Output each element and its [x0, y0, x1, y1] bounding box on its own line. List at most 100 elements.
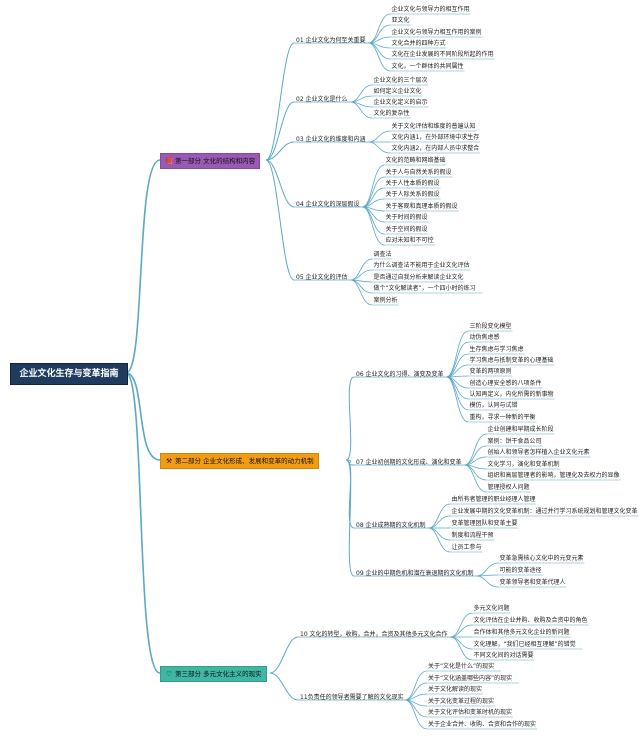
topic-item[interactable]: 生存焦虑与学习焦虑	[469, 346, 524, 353]
topic-item[interactable]: 关于文化评估和维度的普遍认知	[391, 123, 476, 130]
chapter-node[interactable]: 03 企业文化的维度和内涵	[296, 136, 366, 143]
topic-item[interactable]: 文化的复杂性	[373, 110, 410, 117]
part-label: 第三部分 多元文化主义的现实	[175, 670, 262, 678]
connector-line	[362, 164, 385, 208]
connector-line	[446, 376, 469, 411]
topic-item[interactable]: 模仿，认同与试错	[469, 402, 518, 409]
topic-item[interactable]: 变革领导者和变革代理人	[499, 579, 566, 586]
topic-item[interactable]: 案例：饼干食品公司	[487, 438, 542, 445]
chapter-node[interactable]: 06 企业文化的习得、演变及变革	[356, 371, 444, 378]
topic-item[interactable]: 如何定义企业文化	[373, 88, 422, 95]
topic-item[interactable]: 文化学习，演化和变革机制	[487, 461, 560, 468]
topic-item[interactable]: 是否通过自我分析来解读企业文化	[373, 274, 464, 281]
topic-item[interactable]: 应对未知和不可控	[385, 237, 434, 244]
connector-line	[476, 575, 499, 588]
topic-item[interactable]: 文化内涵1，在外部环境中求生存	[391, 134, 480, 141]
topic-item[interactable]: 创始人和领导者怎样植入企业文化元素	[487, 449, 590, 456]
topic-item[interactable]: 文化合并的四种方式	[391, 40, 446, 47]
connector-line	[404, 699, 427, 718]
topic-item[interactable]: 关于人性本质的假设	[385, 180, 440, 187]
topic-item[interactable]: 制度和流程干预	[451, 532, 494, 539]
topic-item[interactable]: 文化的范畴和网络基础	[385, 157, 446, 164]
connector-line	[265, 101, 295, 161]
connector-line	[350, 258, 373, 281]
chapter-node[interactable]: 01 企业文化为何至关重要	[296, 37, 366, 44]
topic-item[interactable]: 管理授权人问题	[487, 484, 530, 491]
connector-line	[350, 84, 373, 103]
connector-line	[450, 636, 473, 661]
part-node[interactable]: ♡第三部分 多元文化主义的现实	[160, 666, 267, 682]
topic-item[interactable]: 关于客观和真理本质的假设	[385, 203, 458, 210]
topic-item[interactable]: 关于人与自然关系的假设	[385, 169, 452, 176]
part-node[interactable]: ⚒第二部分 企业文化形成、发展和变革的动力机制	[160, 453, 319, 469]
connector-line	[464, 433, 487, 466]
topic-item[interactable]: 变革的两项原则	[469, 368, 512, 375]
topic-item[interactable]: 关于“文化涵盖哪些内容”的现实	[427, 675, 513, 682]
chapter-node[interactable]: 02 企业文化是什么	[296, 96, 348, 103]
connector-line	[476, 562, 499, 577]
topic-item[interactable]: 文化理解，“我们已经相互理解”的错觉	[473, 641, 576, 648]
topic-item[interactable]: 关于文化变革过程的现实	[427, 698, 494, 705]
topic-item[interactable]: 变革管理团队和变革主要	[451, 520, 518, 527]
connector-line	[404, 670, 428, 701]
topic-item[interactable]: 可能的变革途径	[499, 567, 542, 574]
topic-item[interactable]: 变革急需核心文化中的元变元素	[499, 555, 584, 562]
connector-line	[404, 699, 428, 730]
topic-item[interactable]: 多元文化问题	[473, 605, 510, 612]
chapter-node[interactable]: 10 文化的转型，收购，合并，合资及其他多元文化合作	[300, 631, 448, 638]
topic-item[interactable]: 关于“文化是什么”的现实	[427, 663, 495, 670]
connector-line	[125, 159, 161, 374]
topic-item[interactable]: 调查法	[373, 251, 392, 258]
topic-item[interactable]: 不同文化间的对话需要	[473, 652, 534, 659]
connector-line	[265, 42, 295, 161]
topic-item[interactable]: 关于空间的假设	[385, 226, 428, 233]
topic-item[interactable]: 由所有者管理的职业经理人管理	[451, 496, 536, 503]
topic-item[interactable]: 文化内涵2，在内部人员中求整合	[391, 145, 480, 152]
topic-item[interactable]: 关于企业合并、收购、合资和合作的现实	[427, 721, 536, 728]
chapter-node[interactable]: 05 企业文化的评估	[296, 274, 348, 281]
topic-item[interactable]: 学习焦虑与抵制变革的心理基础	[469, 357, 554, 364]
topic-item[interactable]: 重构，寻求一种新的平衡	[469, 414, 536, 421]
topic-item[interactable]: 亚文化	[391, 17, 410, 24]
topic-item[interactable]: 三阶段变化模型	[469, 323, 512, 330]
part-label: 第一部分 文化的结构和内容	[175, 157, 256, 165]
chapter-node[interactable]: 08 企业成熟期的文化机制	[356, 522, 426, 529]
topic-item[interactable]: 文化，一个群体的共同属性	[391, 63, 464, 70]
connector-line	[368, 130, 391, 143]
topic-item[interactable]: 文化在企业发展的不同阶段所起的作用	[391, 51, 494, 58]
topic-item[interactable]: 组织和高层管理者的影响，管理化及去权力的显像	[487, 472, 620, 479]
topic-item[interactable]: 企业创建和早期成长阶段	[487, 426, 554, 433]
topic-item[interactable]: 关于人际关系的假设	[385, 191, 440, 198]
topic-item[interactable]: 动伪焦虑感	[469, 334, 500, 341]
topic-item[interactable]: 企业文化的三个层次	[373, 77, 428, 84]
chapter-node[interactable]: 07 企业初创期的文化形成、演化和变革	[356, 459, 462, 466]
topic-item[interactable]: 做个“文化解读者”，一个四小时的练习	[373, 285, 476, 292]
topic-item[interactable]: 案例分析	[373, 297, 398, 304]
topic-item[interactable]: 认知再定义，内化所需的新事物	[469, 391, 554, 398]
topic-item[interactable]: 创造心理安全感的八项条件	[469, 380, 542, 387]
topic-item[interactable]: 关于时间的假设	[385, 214, 428, 221]
topic-item[interactable]: 企业发展中期的文化变革机制：通过并行学习系统规划和管理文化变革	[451, 508, 638, 515]
topic-item[interactable]: 为什么调查法不能用于企业文化评估	[373, 262, 470, 269]
connector-line	[265, 159, 295, 208]
connector-line	[428, 515, 451, 529]
topic-item[interactable]: 企业文化与领导力的相互作用	[391, 6, 470, 13]
topic-item[interactable]: 让员工参与	[451, 544, 482, 551]
chapter-node[interactable]: 11负责任的领导者需要了解的文化现实	[300, 694, 404, 701]
topic-item[interactable]: 合作体和其他多元文化企业的新问题	[473, 629, 570, 636]
topic-item[interactable]: 企业文化定义的启示	[373, 99, 428, 106]
topic-item[interactable]: 文化评估在企业并购、收购及合资中的角色	[473, 617, 588, 624]
topic-item[interactable]: 关于文化评估和变革时机的现实	[427, 709, 512, 716]
connector-line	[350, 269, 373, 281]
connector-line	[368, 13, 391, 44]
root-node[interactable]: 企业文化生存与变革指南	[10, 363, 128, 385]
topic-item[interactable]: 关于文化解读的现实	[427, 686, 482, 693]
chapter-node[interactable]: 09 企业的中期危机和潜在衰退期的文化机制	[356, 570, 474, 577]
chapter-node[interactable]: 04 企业文化的深层假设	[296, 201, 360, 208]
part-node[interactable]: 📕第一部分 文化的结构和内容	[160, 153, 261, 169]
topic-item[interactable]: 企业文化与领导力相互作用的案例	[391, 29, 482, 36]
connector-line	[125, 372, 161, 461]
tools-icon: ⚒	[166, 457, 172, 465]
